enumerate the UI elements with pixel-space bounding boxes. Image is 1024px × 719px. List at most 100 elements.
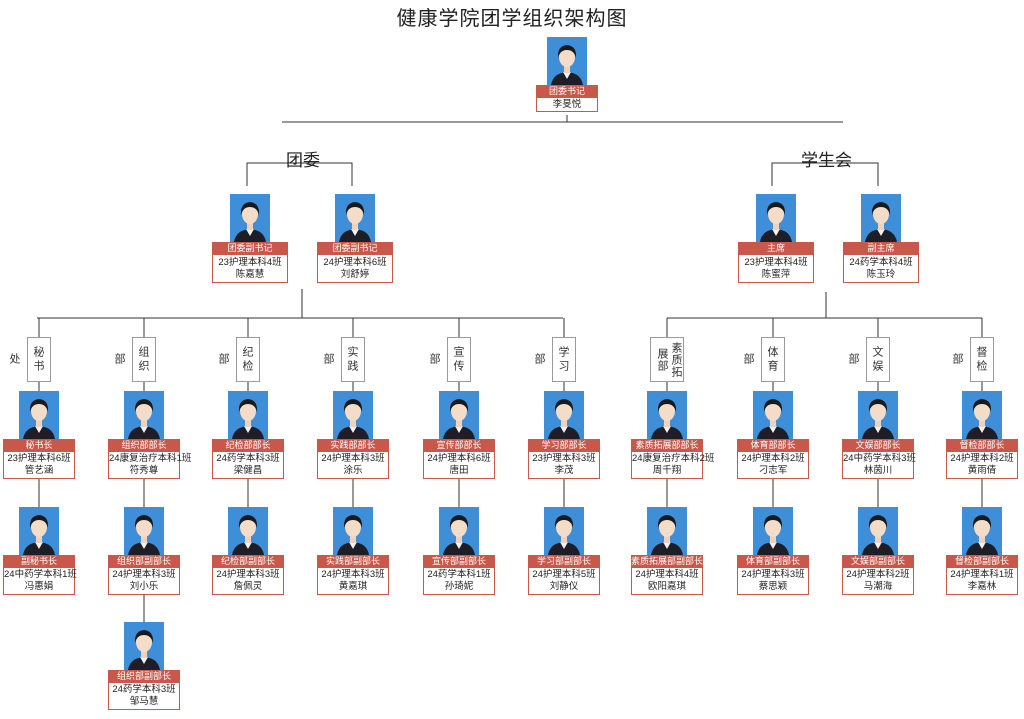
member-name: 马潮海 (863, 581, 893, 592)
member-role: 组织部部长 (108, 439, 180, 452)
member-info: 24护理本科3班涂乐 (317, 452, 389, 479)
member-photo (439, 391, 479, 439)
member-class: 24护理本科5班 (532, 569, 596, 580)
member-role: 宣传部部长 (423, 439, 495, 452)
member-role: 体育部部长 (737, 439, 809, 452)
member-photo (230, 194, 270, 242)
member-class: 24药学本科3班 (112, 684, 176, 695)
member-class: 24护理本科3班 (112, 569, 176, 580)
member-photo (753, 391, 793, 439)
member-name: 刁志军 (758, 465, 788, 476)
member-class: 24护理本科3班 (321, 569, 385, 580)
member-class: 24护理本科6班 (323, 256, 387, 268)
member-role: 团委副书记 (317, 242, 393, 255)
member-class: 23护理本科3班 (532, 453, 596, 464)
member-info: 24护理本科4班欧阳嘉琪 (631, 568, 703, 595)
member-photo (124, 622, 164, 670)
dept-label: 学习部 (533, 337, 576, 382)
member-photo (962, 391, 1002, 439)
member-class: 24药学本科1班 (427, 569, 491, 580)
member-info: 24药学本科3班梁健昌 (212, 452, 284, 479)
member-class: 24药学本科4班 (849, 256, 913, 268)
member-photo (962, 507, 1002, 555)
member-photo (335, 194, 375, 242)
member-role: 体育部副部长 (737, 555, 809, 568)
dept-label: 体育部 (742, 337, 785, 382)
member-info: 24药学本科1班孙琦妮 (423, 568, 495, 595)
member-name: 管艺涵 (24, 465, 54, 476)
member-name: 梁健昌 (233, 465, 263, 476)
member-name: 李嘉林 (967, 581, 997, 592)
bracket-tuanwei (246, 162, 353, 186)
member-role: 文娱部副部长 (842, 555, 914, 568)
member-role: 实践部部长 (317, 439, 389, 452)
member-name: 陈玉玲 (866, 268, 896, 280)
member-role: 副秘书长 (3, 555, 75, 568)
member-role: 督检部部长 (946, 439, 1018, 452)
member-photo (858, 391, 898, 439)
member-info: 李旻悦 (536, 98, 598, 112)
member-name: 詹佩灵 (233, 581, 263, 592)
member-name: 刘小乐 (129, 581, 159, 592)
member-photo (124, 391, 164, 439)
member-role: 学习部部长 (528, 439, 600, 452)
member-photo (756, 194, 796, 242)
dept-label: 纪检部 (217, 337, 260, 382)
member-name: 孙琦妮 (444, 581, 474, 592)
member-photo (544, 507, 584, 555)
member-name: 林茵川 (863, 465, 893, 476)
chart-title: 健康学院团学组织架构图 (396, 8, 628, 30)
member-info: 24护理本科3班刘小乐 (108, 568, 180, 595)
group-label-tuanwei: 团委 (286, 151, 320, 170)
member-role: 团委副书记 (212, 242, 288, 255)
member-class: 24护理本科2班 (846, 569, 910, 580)
member-photo (228, 507, 268, 555)
member-class: 24护理本科3班 (741, 569, 805, 580)
member-name: 符秀尊 (129, 465, 159, 476)
member-class: 24护理本科1班 (950, 569, 1014, 580)
member-role: 督检部副部长 (946, 555, 1018, 568)
member-name: 邹马慧 (129, 696, 159, 707)
dept-label: 秘书处 (8, 337, 51, 382)
member-info: 24护理本科2班刁志军 (737, 452, 809, 479)
member-info: 23护理本科6班管艺涵 (3, 452, 75, 479)
member-photo (544, 391, 584, 439)
member-name: 蔡思颖 (758, 581, 788, 592)
dept-label: 宣传部 (428, 337, 471, 382)
member-class: 24护理本科2班 (950, 453, 1014, 464)
member-role: 素质拓展部部长 (631, 439, 703, 452)
member-name: 陈蜜萍 (761, 268, 791, 280)
member-name: 涂乐 (343, 465, 363, 476)
member-photo (333, 391, 373, 439)
member-info: 24护理本科6班唐田 (423, 452, 495, 479)
member-role: 宣传部副部长 (423, 555, 495, 568)
member-name: 陈嘉慧 (235, 268, 265, 280)
member-info: 23护理本科4班陈嘉慧 (212, 255, 288, 283)
member-info: 24中药学本科3班林茵川 (842, 452, 916, 479)
member-photo (861, 194, 901, 242)
member-name: 刘舒婷 (340, 268, 370, 280)
member-info: 24护理本科3班詹佩灵 (212, 568, 284, 595)
member-photo (19, 391, 59, 439)
dept-label: 素质拓展部 (650, 337, 684, 382)
member-class: 24康复治疗本科1班 (109, 453, 192, 464)
member-class: 24护理本科3班 (216, 569, 280, 580)
dept-label: 实践部 (322, 337, 365, 382)
member-info: 23护理本科3班李茂 (528, 452, 600, 479)
member-name: 黄嘉琪 (338, 581, 368, 592)
member-info: 23护理本科4班陈蜜萍 (738, 255, 814, 283)
member-class: 24中药学本科3班 (843, 453, 916, 464)
member-info: 24护理本科1班李嘉林 (946, 568, 1018, 595)
member-role: 学习部副部长 (528, 555, 600, 568)
member-class: 24康复治疗本科2班 (632, 453, 715, 464)
member-role: 纪检部部长 (212, 439, 284, 452)
member-info: 24康复治疗本科2班周千翔 (631, 452, 715, 479)
member-photo (19, 507, 59, 555)
group-label-xueshenghui: 学生会 (801, 151, 852, 170)
member-photo (547, 37, 587, 85)
member-name: 唐田 (449, 465, 469, 476)
member-class: 23护理本科4班 (744, 256, 808, 268)
member-photo (333, 507, 373, 555)
member-role: 主席 (738, 242, 814, 255)
